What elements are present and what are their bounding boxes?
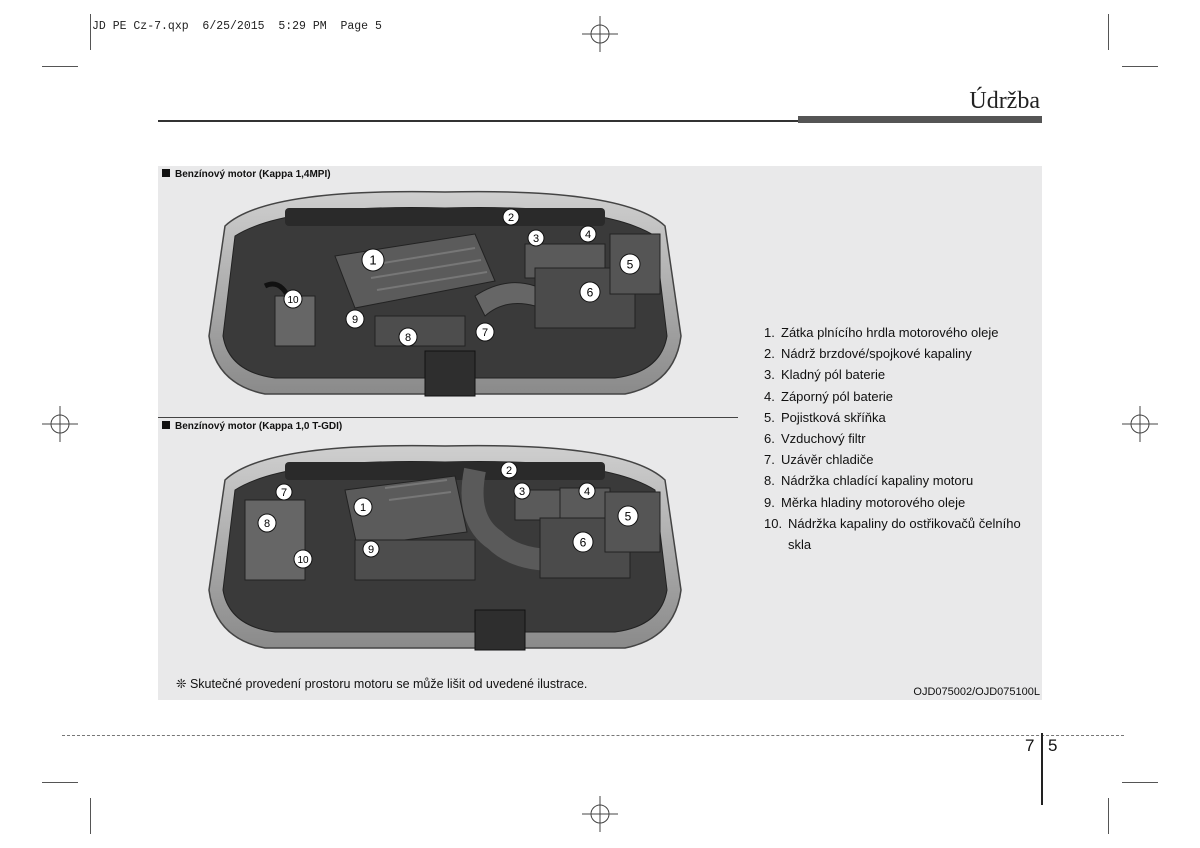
callout-label: 5 — [625, 510, 632, 524]
callout-label: 9 — [352, 314, 358, 326]
callout-label: 4 — [585, 229, 591, 241]
crosshair-icon — [582, 16, 618, 52]
crosshair-icon — [582, 796, 618, 832]
crop-mark — [1122, 782, 1158, 783]
callout-label: 7 — [482, 327, 488, 339]
legend-item: 1.Zátka plnícího hrdla motorového oleje — [764, 325, 999, 340]
crosshair-icon — [42, 406, 78, 442]
callout-label: 10 — [297, 555, 309, 566]
section-title: Údržba — [969, 88, 1040, 114]
legend-item: 3.Kladný pól baterie — [764, 367, 886, 383]
crop-mark — [1122, 66, 1158, 67]
callout-label: 1 — [360, 502, 366, 514]
legend-item: 6.Vzduchový filtr — [764, 431, 866, 447]
crop-mark — [90, 14, 91, 50]
crop-mark — [1108, 14, 1109, 50]
callout-label: 6 — [587, 286, 594, 300]
callout-label: 10 — [287, 295, 299, 306]
callout-label: 9 — [368, 544, 374, 556]
square-bullet-icon — [162, 169, 170, 177]
crosshair-icon — [1122, 406, 1158, 442]
callout-label: 3 — [519, 486, 525, 498]
illustration-reference-code: OJD075002/OJD075100L — [913, 686, 1040, 698]
callout-label: 1 — [369, 253, 376, 268]
chapter-number: 7 — [1025, 736, 1035, 755]
legend-item: 9.Měrka hladiny motorového oleje — [764, 494, 966, 510]
disclaimer-note: ❊ Skutečné provedení prostoru motoru se … — [176, 677, 588, 691]
callout-label: 8 — [405, 332, 411, 344]
callout-label: 2 — [506, 465, 512, 477]
callout-label: 2 — [508, 212, 514, 224]
callout-group: 1 2 3 4 5 6 7 8 9 10 — [283, 208, 641, 347]
caption-text: Benzínový motor (Kappa 1,4MPI) — [175, 169, 331, 180]
callout-label: 8 — [264, 518, 270, 530]
component-legend: 1.Zátka plnícího hrdla motorového oleje … — [764, 322, 1044, 555]
figure-caption-bottom: Benzínový motor (Kappa 1,0 T-GDI) — [162, 421, 342, 432]
crop-mark — [1108, 798, 1109, 834]
printer-slug: JD PE Cz-7.qxp 6/25/2015 5:29 PM Page 5 — [92, 20, 382, 33]
page-number: 5 — [1048, 736, 1058, 755]
page-number-separator — [1041, 733, 1043, 805]
legend-item: 4.Záporný pól baterie — [764, 388, 894, 404]
engine-illustration-kappa-14mpi: 1 2 3 4 5 6 7 8 9 10 — [208, 190, 682, 397]
engine-illustration-kappa-10tgdi: 1 2 3 4 5 6 7 8 9 10 — [208, 444, 682, 651]
legend-item: 8.Nádržka chladící kapaliny motoru — [764, 473, 974, 489]
callout-label: 7 — [281, 487, 287, 499]
caption-text: Benzínový motor (Kappa 1,0 T-GDI) — [175, 421, 343, 432]
figure-divider — [158, 417, 738, 418]
legend-item: 7.Uzávěr chladiče — [764, 452, 874, 468]
crop-mark — [42, 66, 78, 67]
header-rule-accent — [798, 116, 1042, 123]
square-bullet-icon — [162, 421, 170, 429]
legend-item: 2.Nádrž brzdové/spojkové kapaliny — [764, 346, 972, 362]
callout-label: 3 — [533, 233, 539, 245]
legend-item: 10.Nádržka kapaliny do ostřikovačů čelní… — [764, 515, 1021, 553]
legend-item: 5.Pojistková skříňka — [764, 409, 886, 425]
callout-label: 4 — [584, 486, 590, 498]
footer-dashed-rule — [62, 735, 1124, 736]
figure-caption-top: Benzínový motor (Kappa 1,4MPI) — [162, 169, 331, 180]
header-rule — [158, 120, 800, 122]
callout-label: 6 — [580, 536, 587, 550]
callout-label: 5 — [627, 258, 634, 272]
crop-mark — [90, 798, 91, 834]
callout-group: 1 2 3 4 5 6 7 8 9 10 — [257, 461, 639, 569]
crop-mark — [42, 782, 78, 783]
